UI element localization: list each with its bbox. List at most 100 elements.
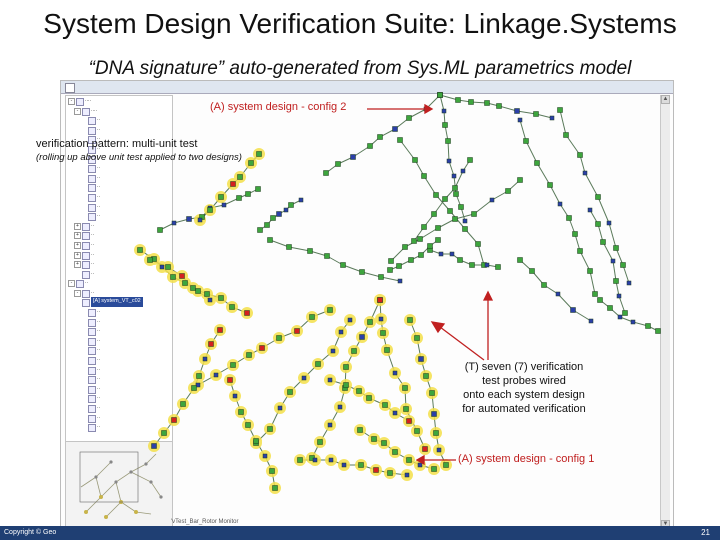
- graph-node: [236, 195, 242, 201]
- graph-node: [406, 115, 412, 121]
- graph-node: [276, 335, 282, 341]
- tree-row[interactable]: ..: [66, 422, 172, 433]
- graph-node: [288, 202, 294, 208]
- tree-row[interactable]: ..: [66, 307, 172, 318]
- graph-edge: [608, 222, 617, 249]
- tree-row[interactable]: ..: [66, 173, 172, 183]
- graph-node: [577, 248, 583, 254]
- graph-edge: [269, 239, 290, 248]
- graph-node: [229, 304, 235, 310]
- overview-thumbnail[interactable]: [65, 441, 173, 529]
- tree-row[interactable]: ..: [66, 326, 172, 337]
- tree-row-selected[interactable]: [A] system_VT_c02: [66, 297, 172, 308]
- graph-node: [408, 257, 414, 263]
- tree-row[interactable]: ..: [66, 269, 172, 279]
- graph-node: [462, 218, 468, 224]
- graph-node: [496, 103, 502, 109]
- slide-subtitle: “DNA signature” auto-generated from Sys.…: [88, 58, 632, 79]
- graph-node: [256, 151, 262, 157]
- tree-row[interactable]: ..: [66, 154, 172, 164]
- tree-row[interactable]: ..: [66, 345, 172, 356]
- graph-node: [655, 328, 661, 334]
- tree-row[interactable]: +..: [66, 230, 172, 241]
- graph-node: [622, 310, 628, 316]
- graph-edge: [437, 218, 456, 229]
- tree-row[interactable]: ..: [66, 202, 172, 212]
- graph-node: [324, 253, 330, 259]
- tree-row[interactable]: -..: [66, 278, 172, 289]
- graph-node: [443, 462, 449, 468]
- tree-row[interactable]: ..: [66, 144, 172, 154]
- tree-row[interactable]: ..: [66, 384, 172, 394]
- graph-node: [411, 238, 417, 244]
- graph-node: [407, 317, 413, 323]
- slide-title: System Design Verification Suite: Linkag…: [43, 8, 677, 39]
- tree-row[interactable]: ..: [66, 403, 172, 413]
- graph-node: [613, 245, 619, 251]
- graph-node: [607, 305, 613, 311]
- scroll-up-icon[interactable]: ▲: [661, 95, 670, 104]
- tree-row[interactable]: ..: [66, 134, 172, 145]
- graph-node: [577, 152, 583, 158]
- graph-node: [340, 262, 346, 268]
- graph-node: [534, 160, 540, 166]
- graph-node: [269, 468, 275, 474]
- tree-row[interactable]: -..: [66, 288, 172, 298]
- tree-row[interactable]: ..: [66, 115, 172, 126]
- graph-node: [417, 236, 423, 242]
- tree-row[interactable]: +..: [66, 240, 172, 250]
- graph-node: [287, 389, 293, 395]
- graph-node: [378, 316, 384, 322]
- arrowhead-config2: [424, 103, 434, 115]
- graph-node: [588, 318, 594, 324]
- graph-node: [367, 143, 373, 149]
- graph-node: [338, 329, 344, 335]
- graph-edge: [352, 145, 371, 158]
- graph-edge: [380, 276, 401, 282]
- tree-row[interactable]: ..: [66, 413, 172, 423]
- graph-node: [397, 278, 403, 284]
- tree-row[interactable]: ..: [66, 211, 172, 222]
- tree-row[interactable]: -....: [66, 106, 172, 116]
- tree-row[interactable]: +..: [66, 250, 172, 260]
- graph-node: [186, 216, 192, 222]
- tool-screenshot: -.... -.... .. .. .. .. .. .. .. .. .. .…: [60, 80, 674, 530]
- graph-node: [547, 182, 553, 188]
- tree-row[interactable]: ..: [66, 393, 172, 404]
- graph-node: [441, 108, 447, 114]
- graph-node: [347, 317, 353, 323]
- graph-edge: [622, 264, 630, 284]
- tree-row[interactable]: ..: [66, 355, 172, 366]
- tree-row[interactable]: ..: [66, 336, 172, 346]
- graph-node: [446, 158, 452, 164]
- graph-node: [218, 295, 224, 301]
- tree-row[interactable]: +..: [66, 259, 172, 270]
- graph-node: [397, 137, 403, 143]
- graph-node: [582, 170, 588, 176]
- tree-row[interactable]: -....: [66, 96, 172, 106]
- tree-row[interactable]: ..: [66, 365, 172, 375]
- tree-row[interactable]: ..: [66, 317, 172, 327]
- page-number: 21: [701, 528, 710, 537]
- graph-node: [270, 215, 276, 221]
- graph-node: [484, 100, 490, 106]
- graph-node: [475, 241, 481, 247]
- graph-node: [230, 362, 236, 368]
- tree-row[interactable]: ..: [66, 163, 172, 174]
- graph-node: [438, 251, 444, 257]
- model-tree-panel[interactable]: -.... -.... .. .. .. .. .. .. .. .. .. .…: [65, 95, 173, 442]
- graph-node: [595, 221, 601, 227]
- tree-row[interactable]: ..: [66, 182, 172, 193]
- graph-node: [238, 409, 244, 415]
- tree-row[interactable]: +..: [66, 221, 172, 231]
- graph-node: [587, 207, 593, 213]
- vertical-scrollbar[interactable]: ▲ ▼: [660, 95, 670, 529]
- graph-node: [157, 227, 163, 233]
- tree-row[interactable]: ..: [66, 192, 172, 202]
- graph-node: [246, 352, 252, 358]
- tree-row[interactable]: ..: [66, 125, 172, 135]
- graph-node: [541, 282, 547, 288]
- graph-edge: [309, 250, 328, 257]
- tree-row[interactable]: ..: [66, 374, 172, 385]
- graph-node: [307, 248, 313, 254]
